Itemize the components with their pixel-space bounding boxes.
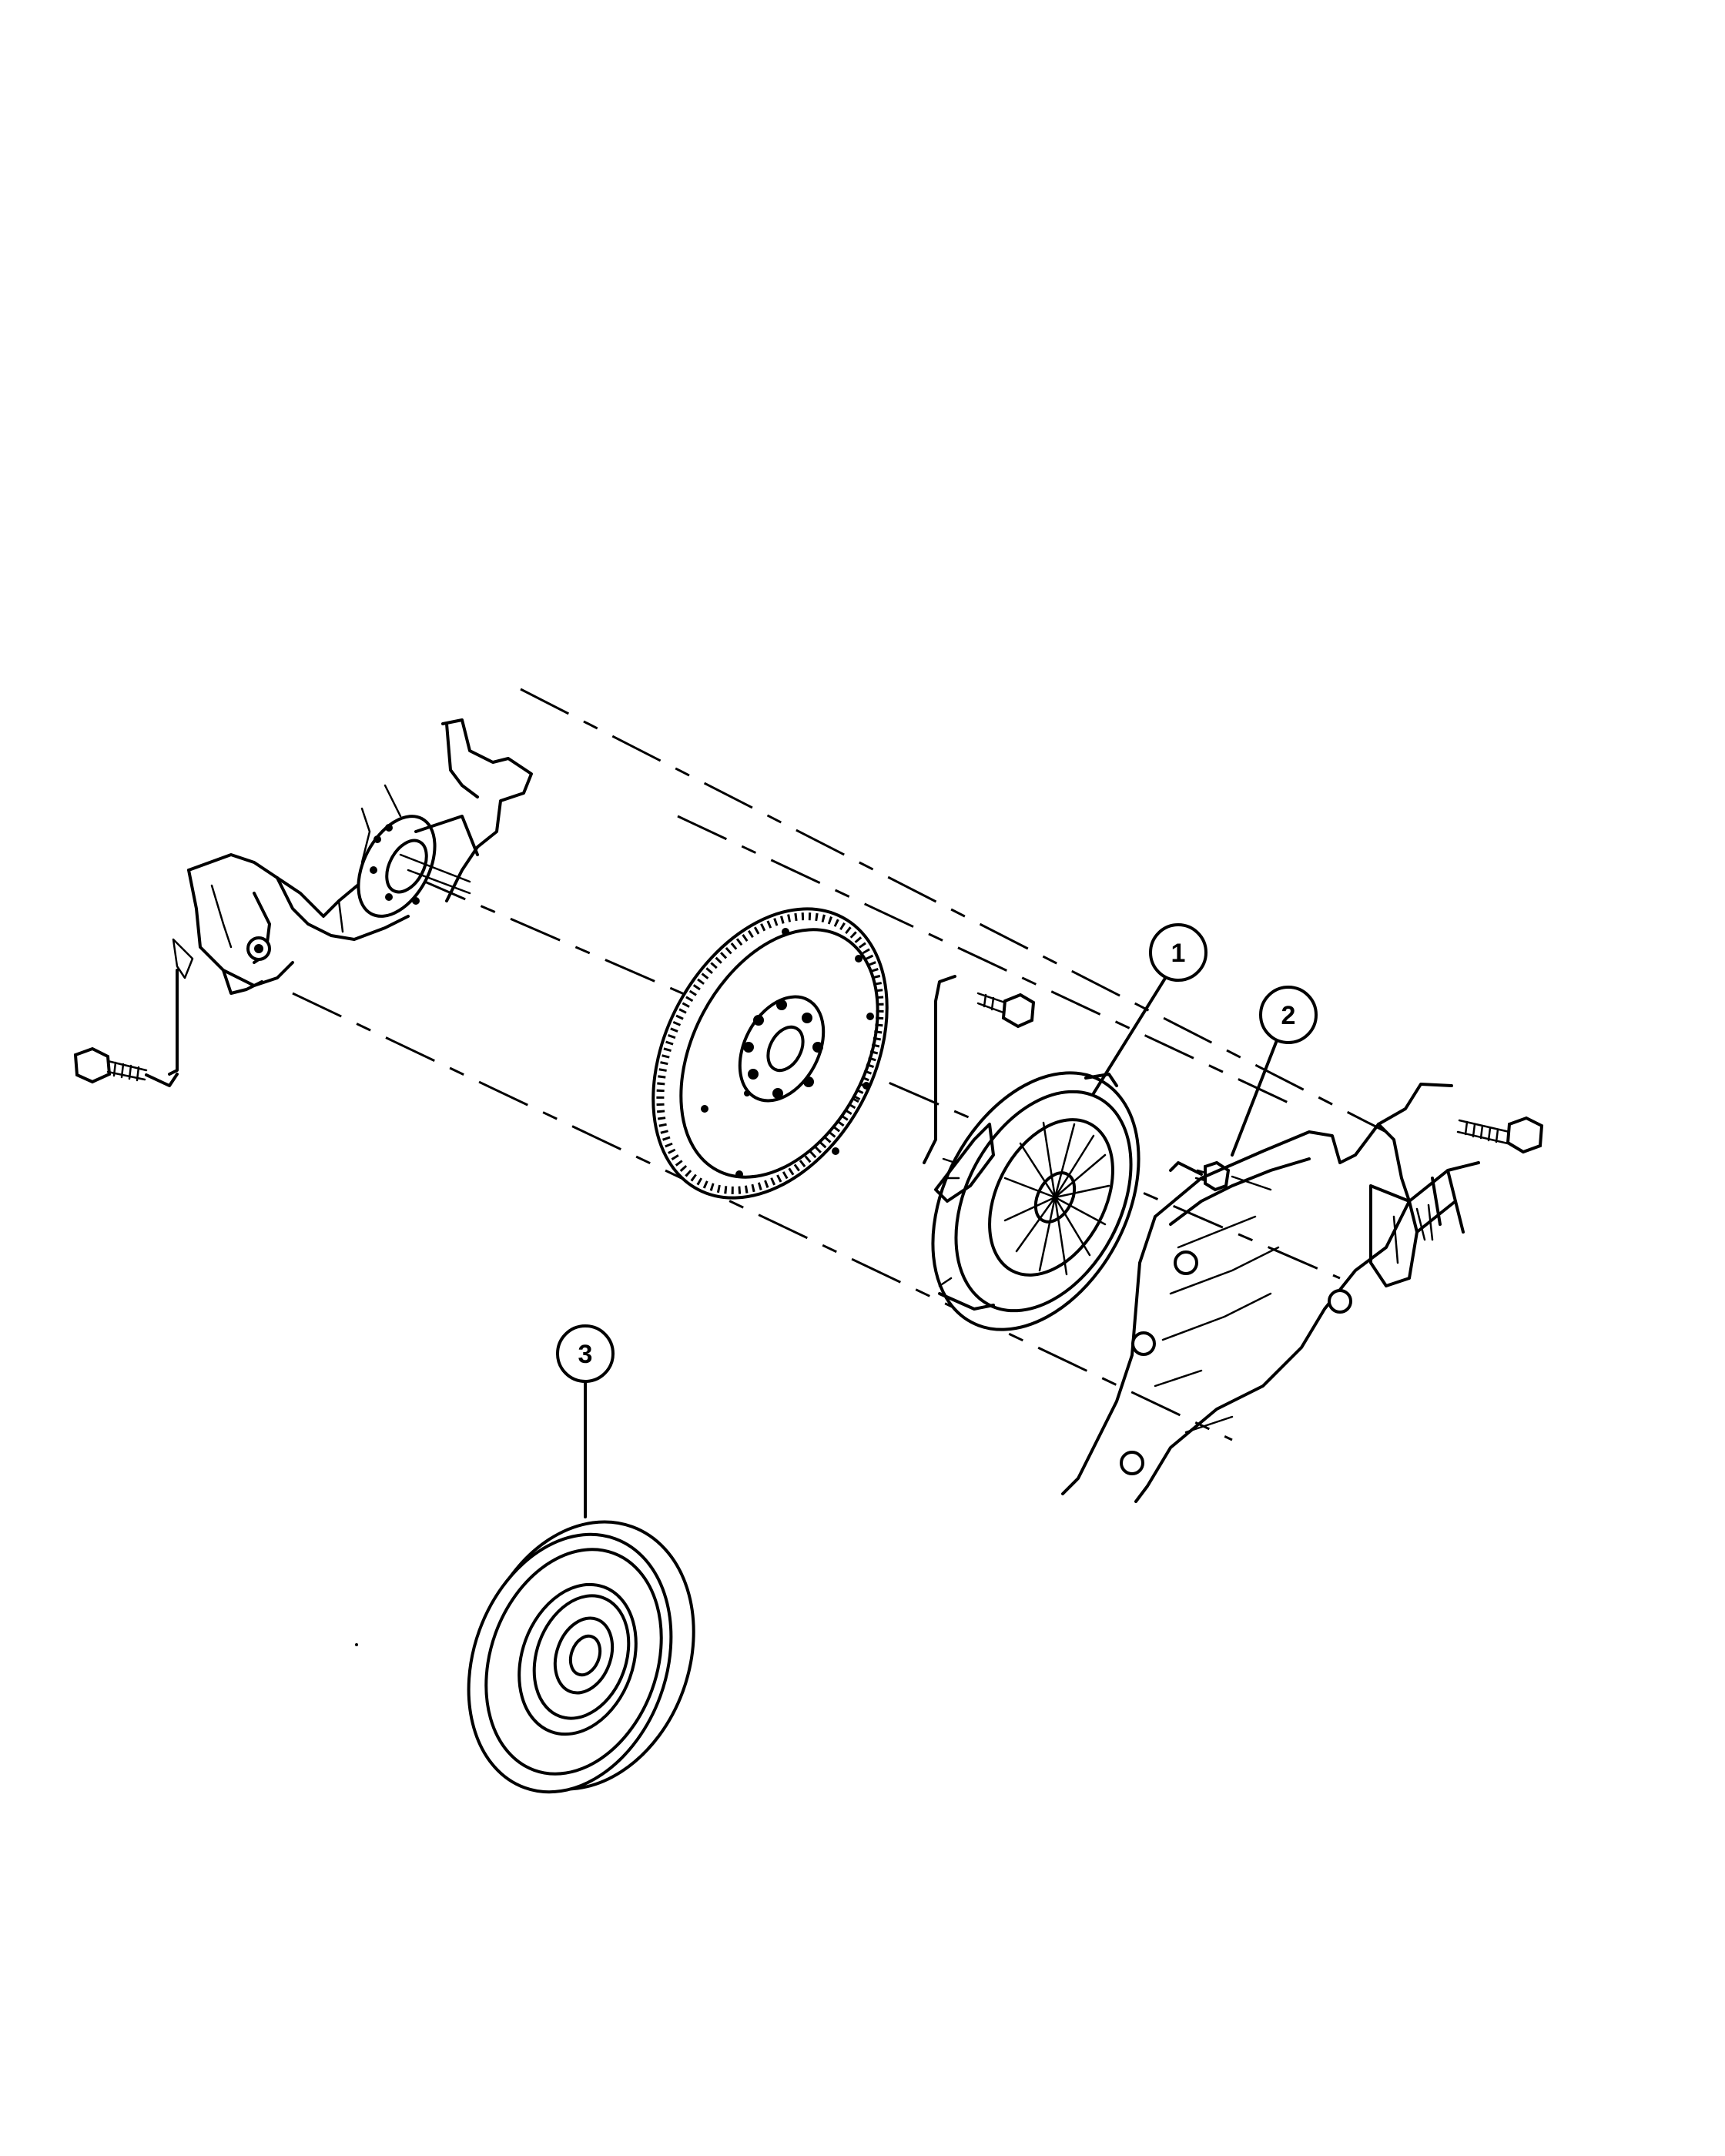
engine-block <box>168 718 533 1076</box>
engine-bolt <box>73 1046 179 1087</box>
callout-3: 3 <box>556 1324 615 1383</box>
svg-text:3: 3 <box>578 1340 593 1369</box>
svg-text:2: 2 <box>1281 1001 1296 1030</box>
stray-dot <box>355 1643 358 1646</box>
transmission-case <box>1061 1123 1480 1503</box>
leader-lines <box>584 972 1280 1518</box>
flywheel <box>651 907 889 1200</box>
clutch-pressure-plate <box>931 1071 1141 1331</box>
crankshaft-flange <box>357 815 479 918</box>
callout-2: 2 <box>1259 986 1318 1044</box>
torque-converter-damper <box>467 1520 695 1794</box>
diaphragm-spring-fingers <box>1003 1121 1110 1276</box>
callout-1: 1 <box>1149 923 1208 982</box>
svg-text:1: 1 <box>1171 939 1186 968</box>
transmission-bolt <box>1377 1083 1544 1154</box>
flywheel-bolt <box>923 975 1036 1164</box>
